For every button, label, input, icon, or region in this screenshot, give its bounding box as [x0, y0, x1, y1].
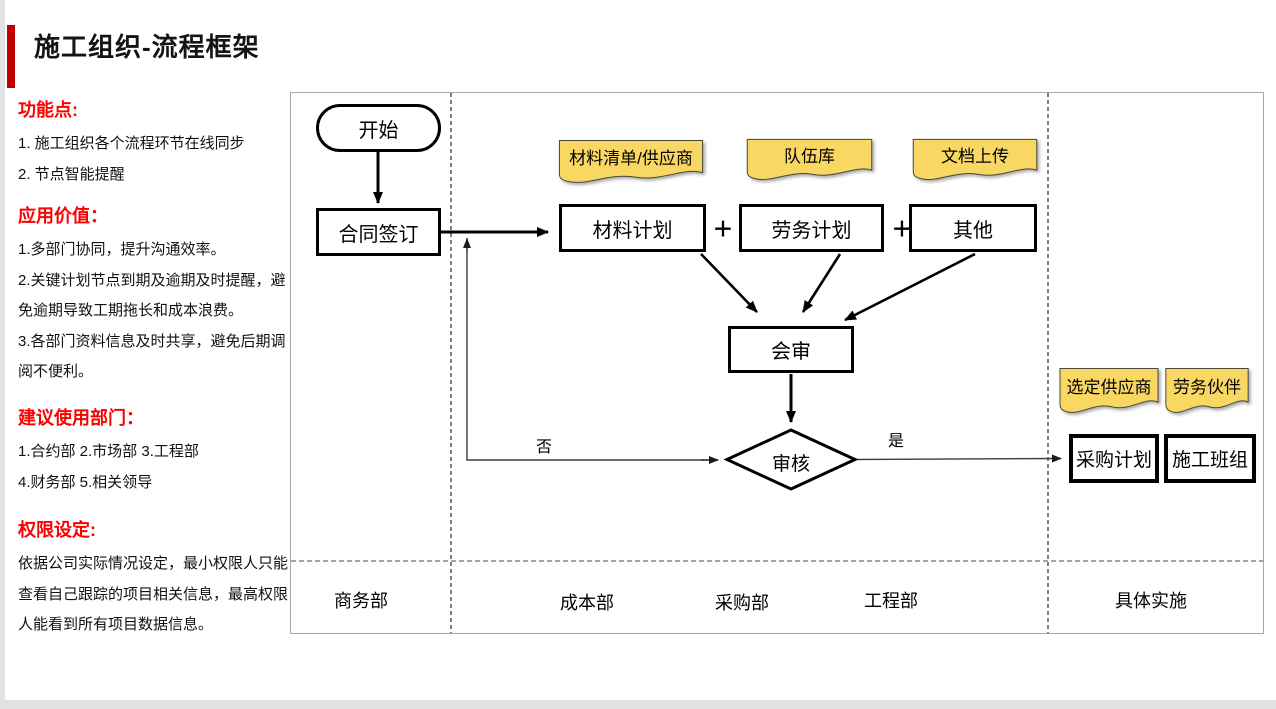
- plus-operator-2: +: [892, 210, 912, 247]
- section-line: 4.财务部 5.相关领导: [18, 473, 153, 491]
- node-label: 材料计划: [592, 219, 673, 242]
- note-label: 文档上传: [941, 147, 1009, 166]
- note-label: 队伍库: [784, 147, 835, 166]
- note-doc-upload: 文档上传: [912, 138, 1038, 180]
- node-contract-signing: 合同签订: [316, 208, 441, 256]
- section-heading: 建议使用部门：: [18, 408, 144, 428]
- node-label: 合同签订: [338, 223, 419, 246]
- flowchart-connectors: [291, 93, 1263, 633]
- title-accent-bar: [7, 25, 15, 88]
- note-label: 选定供应商: [1066, 378, 1152, 397]
- section-value: 应用价值： 1.多部门协同，提升沟通效率。 2.关键计划节点到期及逾期及时提醒，…: [18, 202, 290, 388]
- node-labor-plan: 劳务计划: [739, 204, 884, 252]
- arrow-material-to-review: [700, 253, 758, 313]
- wave-note-shape: [912, 138, 1038, 180]
- lane-label-purchase-dept: 采购部: [715, 593, 769, 613]
- wave-note-shape: [1165, 367, 1249, 413]
- section-line: 依据公司实际情况设定，最小权限人只能: [18, 555, 289, 572]
- wave-note-shape: [1059, 367, 1159, 413]
- note-selected-supplier: 选定供应商: [1059, 367, 1159, 413]
- lane-label-engineering-dept: 工程部: [864, 591, 918, 611]
- node-purchase-plan: 采购计划: [1069, 434, 1159, 483]
- section-heading: 应用价值：: [18, 206, 108, 226]
- node-other: 其他: [909, 204, 1037, 252]
- note-label: 材料清单/供应商: [569, 149, 693, 168]
- note-material-list: 材料清单/供应商: [558, 139, 704, 183]
- section-heading: 权限设定:: [18, 520, 96, 540]
- flowchart-frame: 材料清单/供应商 队伍库 文档上传 选定供应商: [290, 92, 1264, 634]
- node-joint-review: 会审: [728, 326, 854, 373]
- section-permissions: 权限设定: 依据公司实际情况设定，最小权限人只能 查看自己跟踪的项目相关信息，最…: [18, 516, 290, 641]
- section-line: 免逾期导致工期拖长和成本浪费。: [18, 302, 244, 319]
- lane-label-implementation: 具体实施: [1115, 591, 1187, 611]
- node-label: 会审: [771, 341, 811, 363]
- node-label: 开始: [358, 119, 399, 142]
- note-labor-partner: 劳务伙伴: [1165, 367, 1249, 413]
- line-no-feedback: [466, 238, 718, 461]
- section-line: 查看自己跟踪的项目相关信息，最高权限: [18, 585, 289, 603]
- section-line: 3.各部门资料信息及时共享，避免后期调: [18, 332, 286, 350]
- note-label: 劳务伙伴: [1173, 378, 1241, 397]
- section-heading: 功能点:: [18, 100, 78, 120]
- branch-yes-label: 是: [887, 433, 904, 450]
- node-label: 采购计划: [1075, 450, 1152, 471]
- arrow-other-to-review: [844, 252, 976, 322]
- arrow-yes-to-purchase: [853, 454, 1062, 463]
- section-line: 人能看到所有项目数据信息。: [18, 616, 214, 633]
- section-line: 1.合约部 2.市场部 3.工程部: [18, 443, 199, 460]
- section-line: 1.多部门协同，提升沟通效率。: [18, 241, 226, 258]
- section-features: 功能点: 1. 施工组织各个流程环节在线同步 2. 节点智能提醒: [18, 96, 290, 190]
- node-start: 开始: [316, 104, 441, 152]
- section-departments: 建议使用部门： 1.合约部 2.市场部 3.工程部 4.财务部 5.相关领导: [18, 404, 290, 498]
- branch-no-label: 否: [535, 439, 552, 456]
- lane-label-business-dept: 商务部: [334, 591, 388, 611]
- node-label: 其他: [953, 219, 993, 242]
- node-material-plan: 材料计划: [559, 204, 706, 252]
- note-team-library: 队伍库: [746, 138, 873, 180]
- section-line: 阅不便利。: [18, 363, 94, 380]
- plus-operator-1: +: [713, 210, 733, 247]
- node-label: 劳务计划: [771, 219, 852, 242]
- node-review-decision-label: 审核: [771, 454, 810, 475]
- node-label: 施工班组: [1171, 450, 1248, 471]
- node-construction-crew: 施工班组: [1164, 434, 1256, 483]
- section-line: 2. 节点智能提醒: [18, 165, 125, 183]
- arrow-labor-to-review: [801, 253, 842, 313]
- section-line: 1. 施工组织各个流程环节在线同步: [18, 135, 245, 152]
- lane-label-cost-dept: 成本部: [560, 593, 614, 613]
- decision-diamond-shape: [723, 428, 859, 491]
- wave-note-shape: [558, 139, 704, 183]
- slide: 施工组织-流程框架 功能点: 1. 施工组织各个流程环节在线同步 2. 节点智能…: [5, 0, 1276, 700]
- section-line: 2.关键计划节点到期及逾期及时提醒，避: [18, 271, 286, 289]
- wave-note-shape: [746, 138, 873, 180]
- page-title: 施工组织-流程框架: [34, 32, 260, 62]
